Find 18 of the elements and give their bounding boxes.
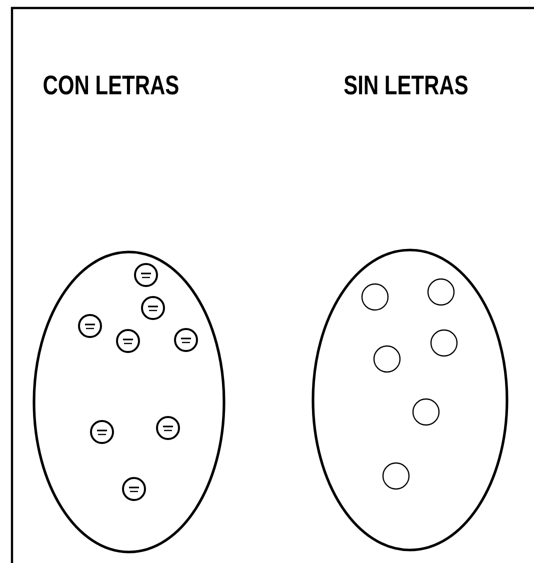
letter-circle [78,314,102,338]
heading: CON LETRAS [44,75,178,95]
empty-circle [430,329,458,357]
oval [312,248,508,552]
empty-circle [412,398,440,426]
empty-circle [427,278,455,306]
letter-circle [134,263,158,287]
empty-circle [373,345,401,373]
letter-circle [122,477,146,501]
heading: SIN LETRAS [344,75,468,95]
oval [32,250,226,554]
letter-circle [174,328,198,352]
letter-circle [90,420,114,444]
letter-circle [141,296,165,320]
empty-circle [361,283,389,311]
letter-circle [156,416,180,440]
letter-circle [116,329,140,353]
empty-circle [382,462,410,490]
